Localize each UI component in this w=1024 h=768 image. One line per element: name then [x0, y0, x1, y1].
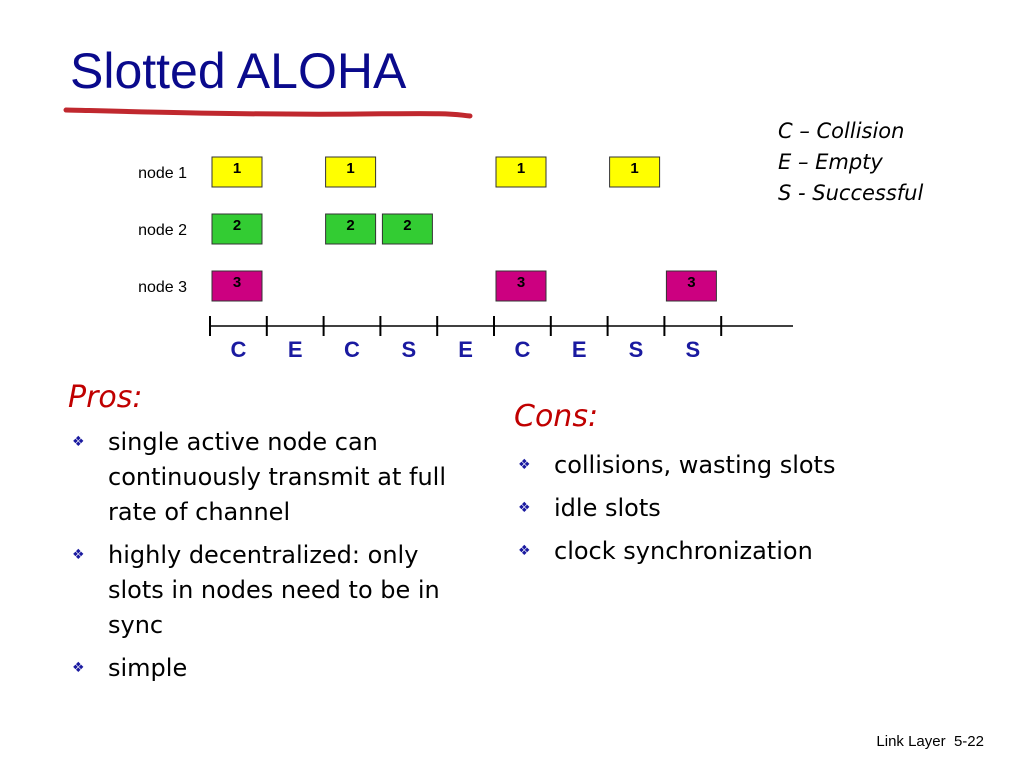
packet-box — [495, 156, 547, 188]
title-underline — [63, 107, 473, 119]
list-item: ❖ highly decentralized: only slots in nod… — [68, 538, 478, 643]
slide-title: Slotted ALOHA — [70, 43, 407, 99]
legend-empty: E – Empty — [778, 150, 883, 174]
list-item: ❖ idle slots — [514, 491, 934, 526]
slot-outcome: S — [401, 337, 416, 362]
node-label: node 3 — [138, 279, 187, 296]
diamond-cluster-icon: ❖ — [72, 434, 85, 450]
slot-outcome: S — [629, 337, 644, 362]
slide-footer: Link Layer 5-22 — [876, 733, 984, 750]
packet-label: 3 — [233, 274, 241, 291]
packet-label: 2 — [346, 217, 354, 234]
pros-item-text: simple — [108, 654, 188, 682]
pros-heading: Pros: — [68, 380, 143, 415]
packet-label: 1 — [517, 160, 525, 177]
packet-box — [665, 270, 717, 302]
legend-collision: C – Collision — [778, 119, 905, 143]
slot-outcome: C — [344, 337, 360, 362]
packet-box — [381, 213, 433, 245]
packet-label: 1 — [233, 160, 241, 177]
packet-box — [609, 156, 661, 188]
cons-item-text: collisions, wasting slots — [554, 451, 836, 479]
legend-successful: S - Successful — [778, 181, 924, 205]
packet-box — [211, 156, 263, 188]
cons-item-text: clock synchronization — [554, 537, 813, 565]
packet-label: 2 — [403, 217, 411, 234]
packet-box — [495, 270, 547, 302]
cons-heading: Cons: — [514, 399, 599, 434]
diamond-cluster-icon: ❖ — [72, 660, 85, 676]
packet-label: 1 — [346, 160, 354, 177]
legend: C – Collision E – Empty S - Successful — [778, 116, 923, 209]
list-item: ❖ single active node can continuously tra… — [68, 425, 478, 530]
slot-diagram: node 1 1 1 1 1 node 2 2 2 2 node 3 3 3 3C E C S E C E S S — [138, 156, 793, 362]
slot-outcome: E — [288, 337, 303, 362]
packet-label: 3 — [687, 274, 695, 291]
node-label: node 1 — [138, 165, 187, 182]
slot-outcome: C — [514, 337, 530, 362]
diamond-cluster-icon: ❖ — [518, 543, 531, 559]
packet-box — [325, 156, 377, 188]
footer-chapter: Link Layer — [876, 733, 946, 750]
packet-label: 1 — [630, 160, 638, 177]
packet-box — [325, 213, 377, 245]
packet-box — [211, 270, 263, 302]
slot-outcome: E — [572, 337, 587, 362]
footer-page: 5-22 — [953, 733, 984, 750]
diamond-cluster-icon: ❖ — [518, 457, 531, 473]
pros-item-text: highly decentralized: only slots in node… — [108, 541, 440, 639]
node-label: node 2 — [138, 222, 187, 239]
diamond-cluster-icon: ❖ — [518, 500, 531, 516]
list-item: ❖ collisions, wasting slots — [514, 448, 934, 483]
pros-item-text: single active node can continuously tran… — [108, 428, 447, 526]
cons-list: ❖ collisions, wasting slots ❖ idle slots ❖… — [514, 448, 934, 577]
slot-outcome: E — [458, 337, 473, 362]
list-item: ❖ clock synchronization — [514, 534, 934, 569]
slot-outcome: C — [230, 337, 246, 362]
packet-label: 2 — [233, 217, 241, 234]
cons-item-text: idle slots — [554, 494, 661, 522]
packet-label: 3 — [517, 274, 525, 291]
packet-box — [211, 213, 263, 245]
pros-list: ❖ single active node can continuously tra… — [68, 425, 478, 694]
list-item: ❖ simple — [68, 651, 478, 686]
slot-outcome: S — [685, 337, 700, 362]
diamond-cluster-icon: ❖ — [72, 547, 85, 563]
